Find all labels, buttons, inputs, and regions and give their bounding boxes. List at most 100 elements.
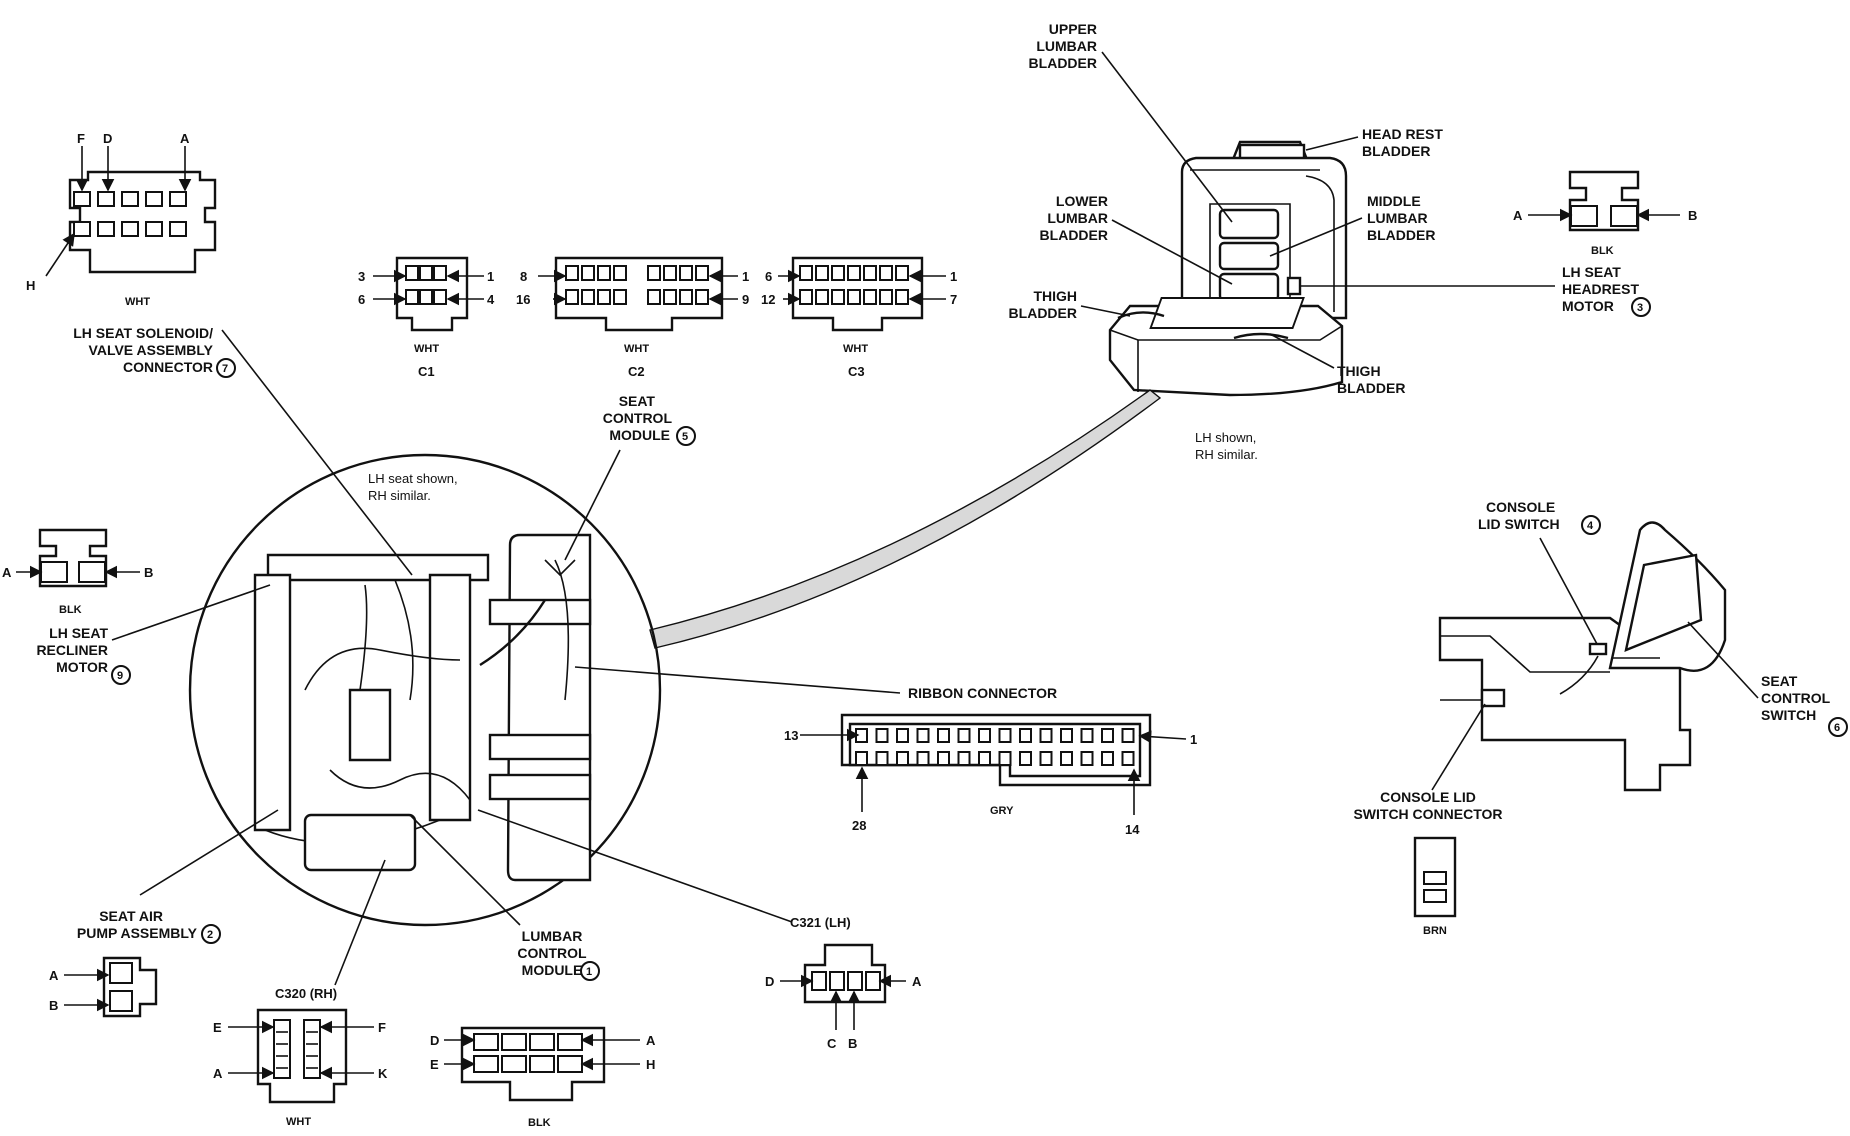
pin-label-b: B [1688,208,1697,223]
pin-label-k: K [378,1066,388,1081]
svg-text:CONTROL: CONTROL [603,410,673,426]
lh-seat-shown-note: LH seat shown, RH similar. [368,471,458,503]
lower-lumbar-label: LOWER LUMBAR BLADDER [1040,193,1233,285]
svg-text:THIGH: THIGH [1337,363,1381,379]
connector-color: BLK [528,1117,551,1129]
svg-text:THIGH: THIGH [1033,288,1077,304]
svg-text:BLADDER: BLADDER [1029,55,1097,71]
svg-text:MODULE: MODULE [609,427,670,443]
ribbon-cavity [1121,751,1135,766]
console-lid-switch-connector-label: CONSOLE LID SWITCH CONNECTOR [1353,703,1503,822]
ribbon-cavity [978,751,991,766]
pin-label-h: H [26,278,35,293]
ribbon-cavity [896,728,909,743]
callout-7-icon [216,358,236,378]
ribbon-cavity [1121,728,1135,743]
callout-6-icon [1828,717,1848,737]
svg-text:BLADDER: BLADDER [1009,305,1077,321]
svg-text:LUMBAR: LUMBAR [522,928,583,944]
svg-text:RECLINER: RECLINER [36,642,108,658]
ribbon-cavity [957,728,971,743]
svg-text:9: 9 [117,670,123,682]
pin-label-14: 14 [1125,822,1140,837]
connector-c1: 3 6 1 4 WHT C1 [358,256,495,379]
ribbon-cavity [855,751,868,766]
connector-lumbar: D A E H BLK [430,1026,656,1129]
svg-text:LOWER: LOWER [1056,193,1108,209]
pin-label-8: 8 [520,269,527,284]
pin-label-1: 1 [1190,732,1197,747]
connector-air-pump: A B [49,956,158,1018]
wiring-harness [649,389,1162,649]
connector-color: WHT [286,1116,311,1128]
svg-text:SWITCH: SWITCH [1761,707,1816,723]
svg-text:LH seat shown,: LH seat shown, [368,471,458,486]
svg-text:BLADDER: BLADDER [1040,227,1108,243]
connector-c320: C320 (RH) E F A K WHT [213,859,388,1128]
pin-label-a: A [646,1033,656,1048]
connector-color: BRN [1423,925,1447,937]
pin-label-28: 28 [852,818,866,833]
thigh-bladder-left-label: THIGH BLADDER [1009,288,1131,321]
middle-lumbar-label: MIDDLE LUMBAR BLADDER [1269,193,1435,257]
callout-1-icon [580,961,600,981]
ribbon-cavity [916,751,930,766]
ribbon-cavity [998,751,1012,766]
svg-text:1: 1 [586,966,592,978]
pin-label-1: 1 [487,269,494,284]
lumbar-control-module-label: LUMBAR CONTROL MODULE 1 [409,814,600,981]
seat-control-module-label: SEAT CONTROL MODULE 5 [564,393,696,561]
svg-text:6: 6 [1834,722,1840,734]
solenoid-connector-label: LH SEAT SOLENOID/ VALVE ASSEMBLY CONNECT… [73,325,413,576]
pin-label-12: 12 [761,292,775,307]
ribbon-connector: RIBBON CONNECTOR [574,666,1152,787]
connector-c2: 8 16 1 9 WHT C2 [516,256,749,379]
svg-text:UPPER: UPPER [1049,21,1097,37]
connector-color: BLK [59,604,82,616]
svg-text:LH shown,: LH shown, [1195,430,1256,445]
svg-text:MODULE: MODULE [522,962,583,978]
ribbon-cavity [1060,751,1073,766]
ribbon-pin-labels: 13 1 28 14 GRY [784,728,1197,837]
svg-text:MIDDLE: MIDDLE [1367,193,1421,209]
ribbon-cavity [998,728,1012,743]
ribbon-cavity [1101,728,1114,743]
ribbon-cavity [896,751,909,766]
ribbon-cavity [916,728,930,743]
pin-label-a: A [213,1066,223,1081]
pin-label-7: 7 [950,292,957,307]
connector-c3: 6 12 1 7 WHT C3 [761,256,957,379]
pin-label-d: D [103,131,112,146]
connector-color: WHT [624,343,649,355]
head-rest-label: HEAD REST BLADDER [1305,126,1443,159]
ribbon-cavity [1019,728,1032,743]
ribbon-cavity [978,728,991,743]
svg-text:RH similar.: RH similar. [368,488,431,503]
svg-text:HEAD REST: HEAD REST [1362,126,1443,142]
svg-text:MOTOR: MOTOR [1562,298,1614,314]
ribbon-cavity [1080,751,1094,766]
callout-5-icon [676,426,696,446]
pin-label-c: C [827,1036,837,1051]
ribbon-cavity [875,751,889,766]
connector-console-lid-switch: BRN [1413,836,1457,937]
pin-label-3: 3 [358,269,365,284]
svg-text:CONTROL: CONTROL [517,945,587,961]
svg-text:MOTOR: MOTOR [56,659,108,675]
pin-label-13: 13 [784,728,798,743]
svg-text:BLADDER: BLADDER [1367,227,1435,243]
connector-wht-top-left: F D A H WHT [26,131,217,308]
ribbon-cavity [1039,728,1053,743]
connector-color: WHT [843,343,868,355]
svg-text:BLADDER: BLADDER [1362,143,1430,159]
pin-label-1: 1 [950,269,957,284]
pin-label-6: 6 [358,292,365,307]
svg-text:CONSOLE: CONSOLE [1486,499,1555,515]
pin-label-a: A [1513,208,1523,223]
pin-label-4: 4 [487,292,495,307]
svg-text:5: 5 [682,431,688,443]
ribbon-cavity [1019,751,1032,766]
pin-label-e: E [213,1020,222,1035]
svg-text:LH SEAT: LH SEAT [1562,264,1621,280]
connector-name: C1 [418,364,435,379]
